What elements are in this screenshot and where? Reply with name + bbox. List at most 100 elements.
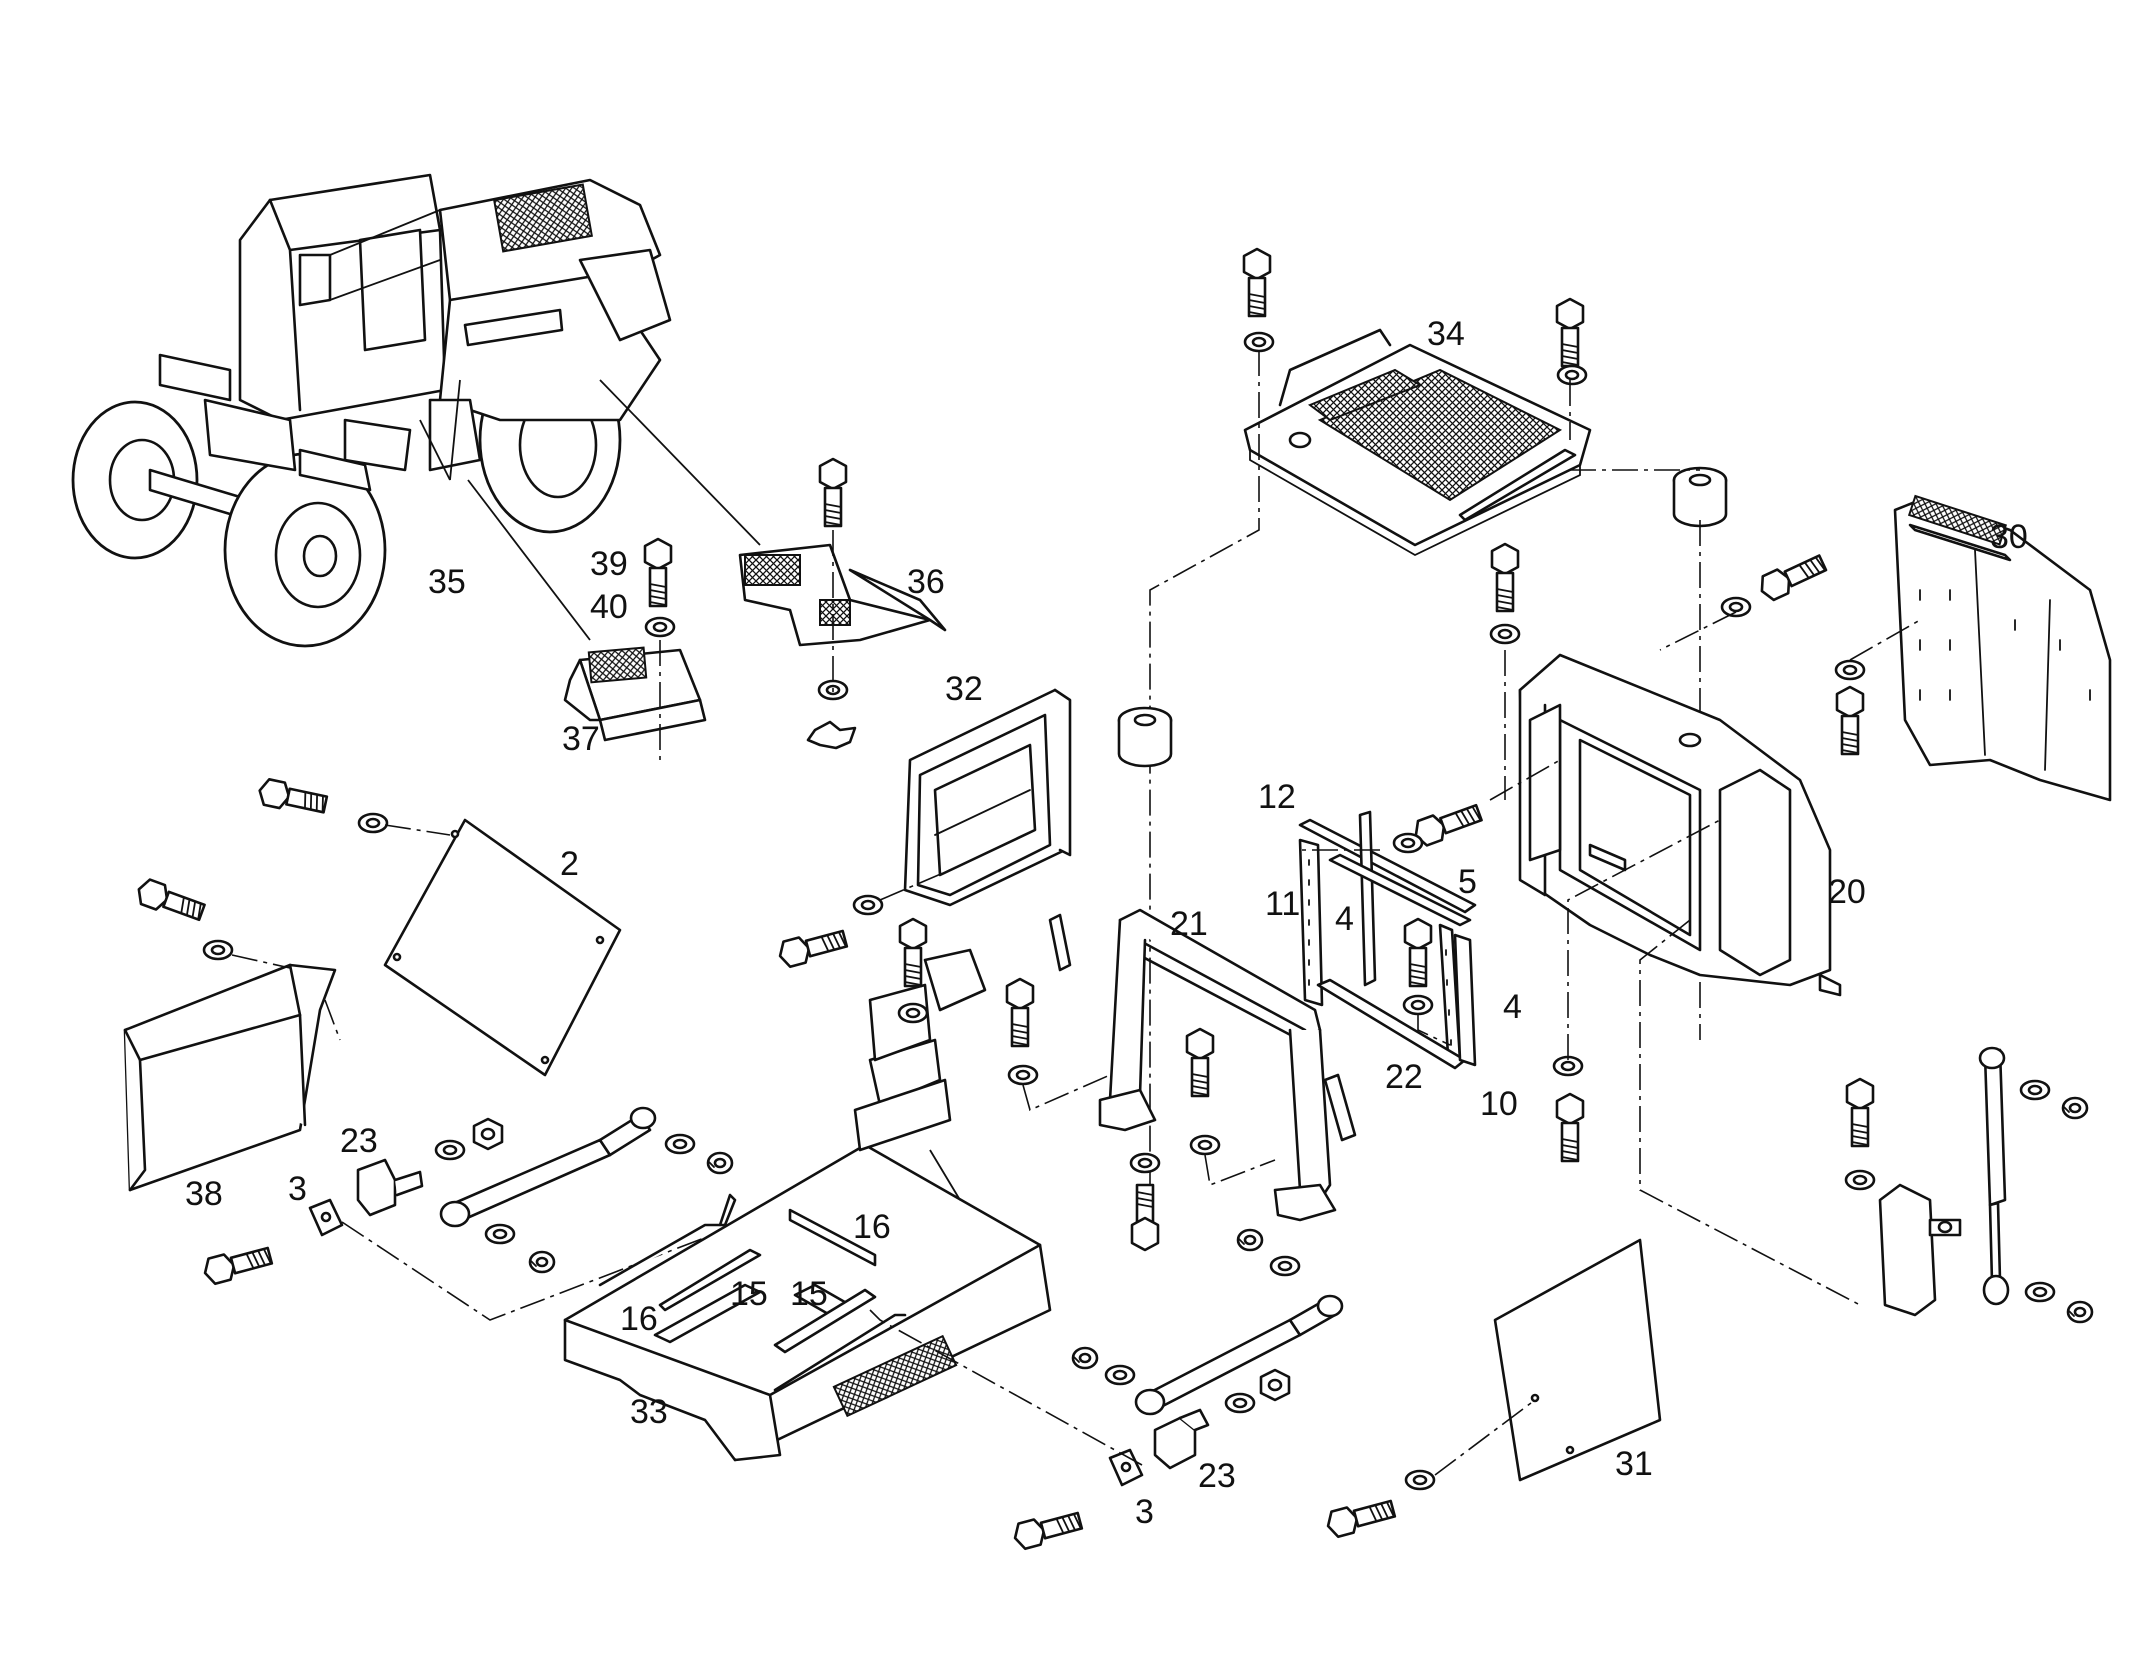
callout-36: 36 [907,563,945,601]
callout-40: 40 [590,588,628,626]
axis-38 [231,954,341,1041]
part-36-bracket [738,543,947,647]
callout-4-left: 4 [1335,900,1354,938]
callout-30: 30 [1990,518,2028,556]
strut-mount-bracket [1878,1183,1962,1317]
part-31-washer [1404,1469,1436,1491]
part-5-strip [1328,853,1472,927]
part-21-washer-bottom [1129,1152,1161,1174]
callout-15-left: 15 [730,1275,768,1313]
washer-right-1 [1104,1364,1136,1386]
turnbuckle-right [1134,1294,1344,1416]
part-2-bolt [255,776,330,819]
leader-33 [929,1149,961,1201]
callout-11: 11 [1265,885,1300,923]
strut-spring-washer-2 [2066,1300,2094,1324]
part-21-pin-left [1048,913,1072,972]
part-22-bolt [1403,917,1433,988]
part-30-side-panel [1893,494,2112,802]
washer-right-2 [1224,1392,1256,1414]
part-10-side-strip [1453,933,1477,1067]
part-32-frame [903,688,1072,907]
part-21-washer-lower [1269,1255,1301,1277]
part-36-bolt [818,457,848,528]
callout-4-right: 4 [1503,988,1522,1026]
part-38-cover [123,963,337,1192]
part-21-washer-mid [1189,1134,1221,1156]
callout-3-left: 3 [288,1170,307,1208]
part-34-bolt-left [1242,247,1272,318]
part-31-panel [1493,1238,1662,1482]
part-12-top-strip [1298,818,1477,914]
part-34-top-screen [1243,328,1592,557]
part-38-washer [202,939,234,961]
part-36-star-knob [806,720,857,750]
washer-left-2 [484,1223,516,1245]
axis-3-right [869,1309,1143,1466]
part-21-bolt-bottom [1130,1183,1160,1252]
part-33-bolt [898,917,928,988]
callout-5: 5 [1458,863,1477,901]
part-34-washer-left [1243,331,1275,353]
part-32-bolt [775,924,850,970]
callout-20: 20 [1828,873,1866,911]
axis-30 [1659,611,1921,661]
axis-21-mid [1204,1154,1276,1187]
callout-12: 12 [1258,778,1296,816]
callout-38: 38 [185,1175,223,1213]
part-4-strip-left [1358,810,1377,987]
leader-35-b [419,419,451,481]
part-21-spring-washer [1236,1228,1264,1252]
tractor-overview [71,173,672,648]
part-31-bolt [1323,1494,1398,1540]
axis-2 [384,824,451,836]
part-21-washer-left [1007,1064,1039,1086]
strut-washer-2 [2024,1281,2056,1303]
part-20-bolt-bottom [1555,1092,1585,1163]
spring-washer-left-1 [528,1250,556,1274]
part-23-mount-left [356,1158,424,1217]
part-2-washer [357,812,389,834]
part-3-bolt-right [1010,1506,1085,1552]
part-21-frame [1098,908,1337,1222]
axis-22 [1417,1015,1451,1046]
axis-20-c [1639,919,1861,1306]
part-39-bolt [643,537,673,608]
axis-31 [1434,1399,1536,1476]
part-34-bolt-right [1555,297,1585,368]
leader-35-a [449,379,461,481]
strut-spring-washer-1 [2061,1096,2089,1120]
part-2-panel [383,818,622,1077]
callout-23-right: 23 [1198,1457,1236,1495]
axis-21-left [1022,1074,1111,1112]
part-20-bolt-top [1490,542,1520,613]
callout-34: 34 [1427,315,1465,353]
strut-washer-1 [2019,1079,2051,1101]
strut-bracket-washer [1844,1169,1876,1191]
part-34-washer-right [1556,364,1588,386]
axis-34-left [1149,350,1260,1190]
leader-36 [599,379,761,546]
callout-23-left: 23 [340,1122,378,1160]
callout-16-right: 16 [853,1208,891,1246]
washer-left-1 [434,1139,466,1161]
part-32-washer [852,894,884,916]
part-20-radiator-housing [1518,653,1842,997]
part-23-mount-right [1153,1408,1210,1470]
nut-left-1 [472,1117,504,1151]
gas-strut-right [1978,1046,2010,1306]
part-38-bolt [133,875,208,926]
callout-22: 22 [1385,1058,1423,1096]
part-21-pin-right [1323,1073,1357,1142]
callout-labels: 39 40 37 35 36 34 30 32 2 38 23 3 16 16 … [185,315,2028,1531]
axis-12 [1300,759,1561,851]
callout-16-left: 16 [620,1300,658,1338]
nut-right-1 [1259,1368,1291,1402]
callout-2: 2 [560,845,579,883]
callout-33: 33 [630,1393,668,1431]
part-30-bolt-bottom [1835,685,1865,756]
callout-15-right: 15 [790,1275,828,1313]
callout-31: 31 [1615,1445,1653,1483]
part-3-bolt-left [200,1241,275,1287]
